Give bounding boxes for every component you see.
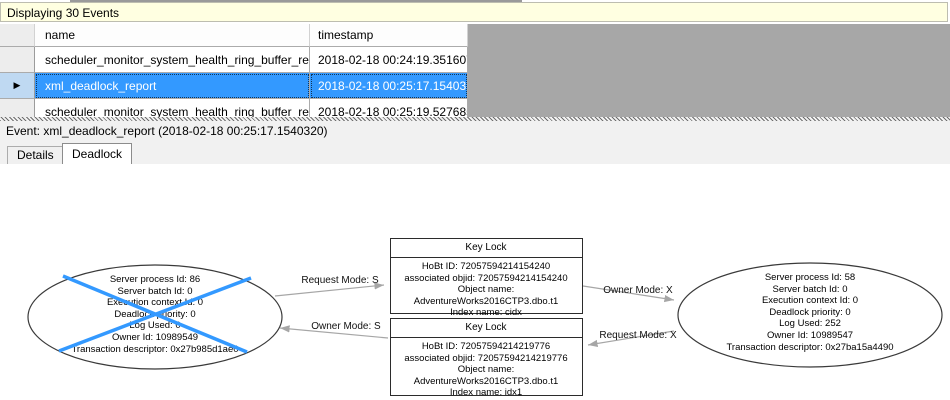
process-victim-info: Server process Id: 86 Server batch Id: 0… — [38, 274, 272, 355]
event-name-cell[interactable]: xml_deadlock_report — [35, 73, 310, 99]
keylock-line: Object name: AdventureWorks2016CTP3.dbo.… — [413, 364, 559, 387]
keylock-line: Index name: idx1 — [449, 387, 523, 399]
current-row-marker-icon: ▶ — [13, 80, 21, 90]
process-line: Server process Id: 58 — [764, 272, 856, 283]
edge-request-x — [587, 330, 675, 348]
process-line: Log Used: 252 — [779, 318, 841, 330]
edge-label-request-mode-s: Request Mode: S — [301, 275, 379, 286]
column-header-name[interactable]: name — [35, 24, 310, 47]
events-grid: name timestamp scheduler_monitor_system_… — [0, 24, 950, 117]
edge-label-owner-mode-x: Owner Mode: X — [603, 285, 673, 296]
row-header-cell[interactable] — [0, 47, 35, 73]
keylock-line: HoBt ID: 72057594214219776 — [421, 341, 551, 352]
process-line: Transaction descriptor: 0x27ba15a4490 — [726, 341, 894, 353]
event-name-cell[interactable]: scheduler_monitor_system_health_ring_buf… — [35, 99, 310, 117]
keylock-info: HoBt ID: 72057594214154240 associated ob… — [391, 261, 581, 319]
deadlock-graph-canvas: Server process Id: 86 Server batch Id: 0… — [0, 164, 950, 400]
tab-deadlock[interactable]: Deadlock — [62, 143, 133, 164]
resource-node-keylock-top — [390, 238, 583, 314]
edge-owner-x — [582, 285, 675, 303]
process-line: Execution context Id: 0 — [761, 295, 859, 307]
process-line: Server batch Id: 0 — [772, 283, 848, 295]
grid-corner-cell — [0, 24, 35, 47]
process-line: Transaction descriptor: 0x27b985d1ae0 — [71, 343, 239, 355]
process-line: Deadlock priority: 0 — [114, 308, 196, 320]
events-status-bar: Displaying 30 Events — [0, 2, 948, 22]
keylock-line: Object name: AdventureWorks2016CTP3.dbo.… — [413, 284, 559, 307]
detail-tabstrip: Details Deadlock — [0, 141, 950, 164]
keylock-line: associated objid: 72057594214154240 — [404, 272, 568, 284]
event-name-cell[interactable]: scheduler_monitor_system_health_ring_buf… — [35, 47, 310, 73]
event-detail-label: Event: xml_deadlock_report (2018-02-18 0… — [0, 121, 950, 141]
event-timestamp-cell[interactable]: 2018-02-18 00:25:19.5276859 — [310, 99, 468, 117]
process-line: Owner Id: 10989547 — [766, 329, 854, 341]
edge-owner-s — [279, 325, 389, 339]
keylock-line: HoBt ID: 72057594214154240 — [421, 261, 551, 272]
row-header-cell[interactable]: ▶ — [0, 73, 35, 99]
resource-node-keylock-bottom — [390, 318, 583, 396]
edge-label-owner-mode-s: Owner Mode: S — [311, 321, 381, 332]
event-timestamp-cell[interactable]: 2018-02-18 00:24:19.3516078 — [310, 47, 468, 73]
keylock-title: Key Lock — [465, 242, 507, 253]
table-row-selected[interactable]: ▶ xml_deadlock_report 2018-02-18 00:25:1… — [0, 73, 950, 99]
process-line: Log Used: 0 — [129, 320, 181, 332]
pane-splitter[interactable] — [0, 117, 950, 121]
row-header-cell[interactable] — [0, 99, 35, 117]
process-line: Server batch Id: 0 — [117, 285, 193, 297]
process-line: Owner Id: 10989549 — [111, 331, 199, 343]
keylock-title: Key Lock — [465, 322, 507, 333]
keylock-info: HoBt ID: 72057594214219776 associated ob… — [391, 341, 581, 399]
events-grid-header-row: name timestamp — [0, 24, 950, 47]
top-clip-strip — [70, 0, 522, 2]
table-row[interactable]: scheduler_monitor_system_health_ring_buf… — [0, 47, 950, 73]
process-line: Deadlock priority: 0 — [769, 306, 851, 318]
edge-label-request-mode-x: Request Mode: X — [599, 330, 677, 341]
tab-details[interactable]: Details — [7, 146, 64, 164]
table-row[interactable]: scheduler_monitor_system_health_ring_buf… — [0, 99, 950, 117]
column-header-timestamp[interactable]: timestamp — [310, 24, 468, 47]
edge-request-s — [274, 282, 385, 297]
process-line: Execution context Id: 0 — [106, 297, 204, 309]
keylock-line: associated objid: 72057594214219776 — [404, 352, 568, 364]
process-info: Server process Id: 58 Server batch Id: 0… — [688, 272, 932, 353]
event-timestamp-cell[interactable]: 2018-02-18 00:25:17.1540320 — [310, 73, 468, 99]
process-line: Server process Id: 86 — [109, 274, 201, 285]
process-node — [677, 262, 943, 368]
keylock-line: Index name: cidx — [450, 307, 522, 319]
